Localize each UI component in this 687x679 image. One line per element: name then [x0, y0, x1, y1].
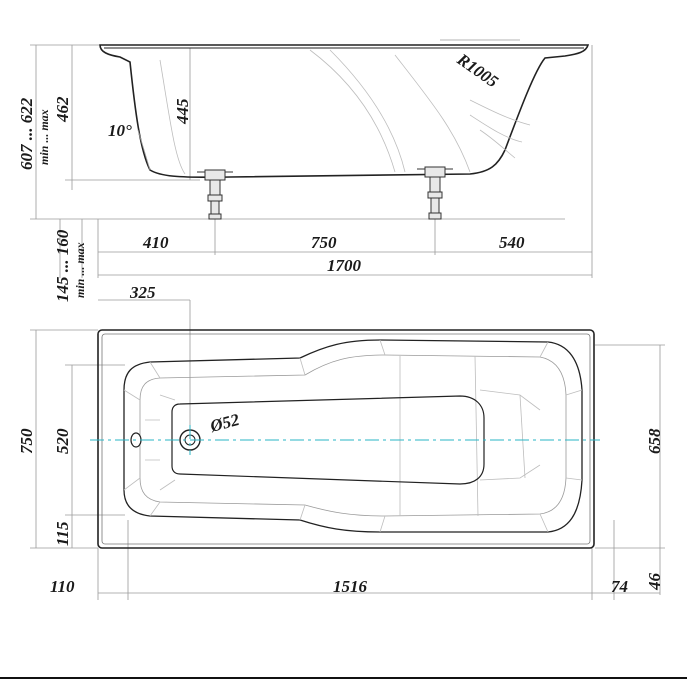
tub-top-outer-rim — [97, 329, 595, 549]
side-view: R1005 607 ... 622 min ... max 462 445 10… — [17, 39, 593, 302]
right-margin-label: 74 — [611, 577, 628, 596]
width-label: 750 — [17, 428, 36, 454]
dim-right-label: 540 — [499, 233, 525, 252]
top-view: 325 Ø52 750 520 115 658 46 110 1516 74 — [17, 283, 665, 600]
tub-top-basin — [123, 339, 583, 533]
offset-label: 325 — [129, 283, 156, 302]
height-range-note: min ... max — [37, 109, 51, 165]
tub-top-floor — [171, 395, 485, 485]
left-margin-label: 110 — [50, 577, 75, 596]
leg-height-label: 145 ... 160 — [53, 229, 72, 302]
bottom-border — [0, 677, 687, 679]
rim-width-label: 115 — [53, 521, 72, 546]
right-rim-label: 46 — [645, 573, 664, 592]
dim-mid-label: 750 — [311, 233, 337, 252]
leg-height-note: min ... max — [73, 242, 87, 298]
height-range-label: 607 ... 622 — [17, 97, 36, 170]
total-length-label: 1700 — [327, 256, 362, 275]
inner-width-label: 520 — [53, 428, 72, 454]
angle-label: 10° — [108, 121, 132, 140]
tub-leg-right — [417, 166, 453, 220]
depth-label: 445 — [173, 98, 192, 125]
tub-side-outline — [99, 44, 590, 179]
dim-left-label: 410 — [142, 233, 169, 252]
drain-label: Ø52 — [207, 410, 242, 436]
tub-leg-left — [197, 169, 233, 220]
inner-depth-label: 462 — [53, 96, 72, 123]
right-width-label: 658 — [645, 428, 664, 454]
inner-length-label: 1516 — [333, 577, 368, 596]
radius-label: R1005 — [453, 49, 502, 91]
